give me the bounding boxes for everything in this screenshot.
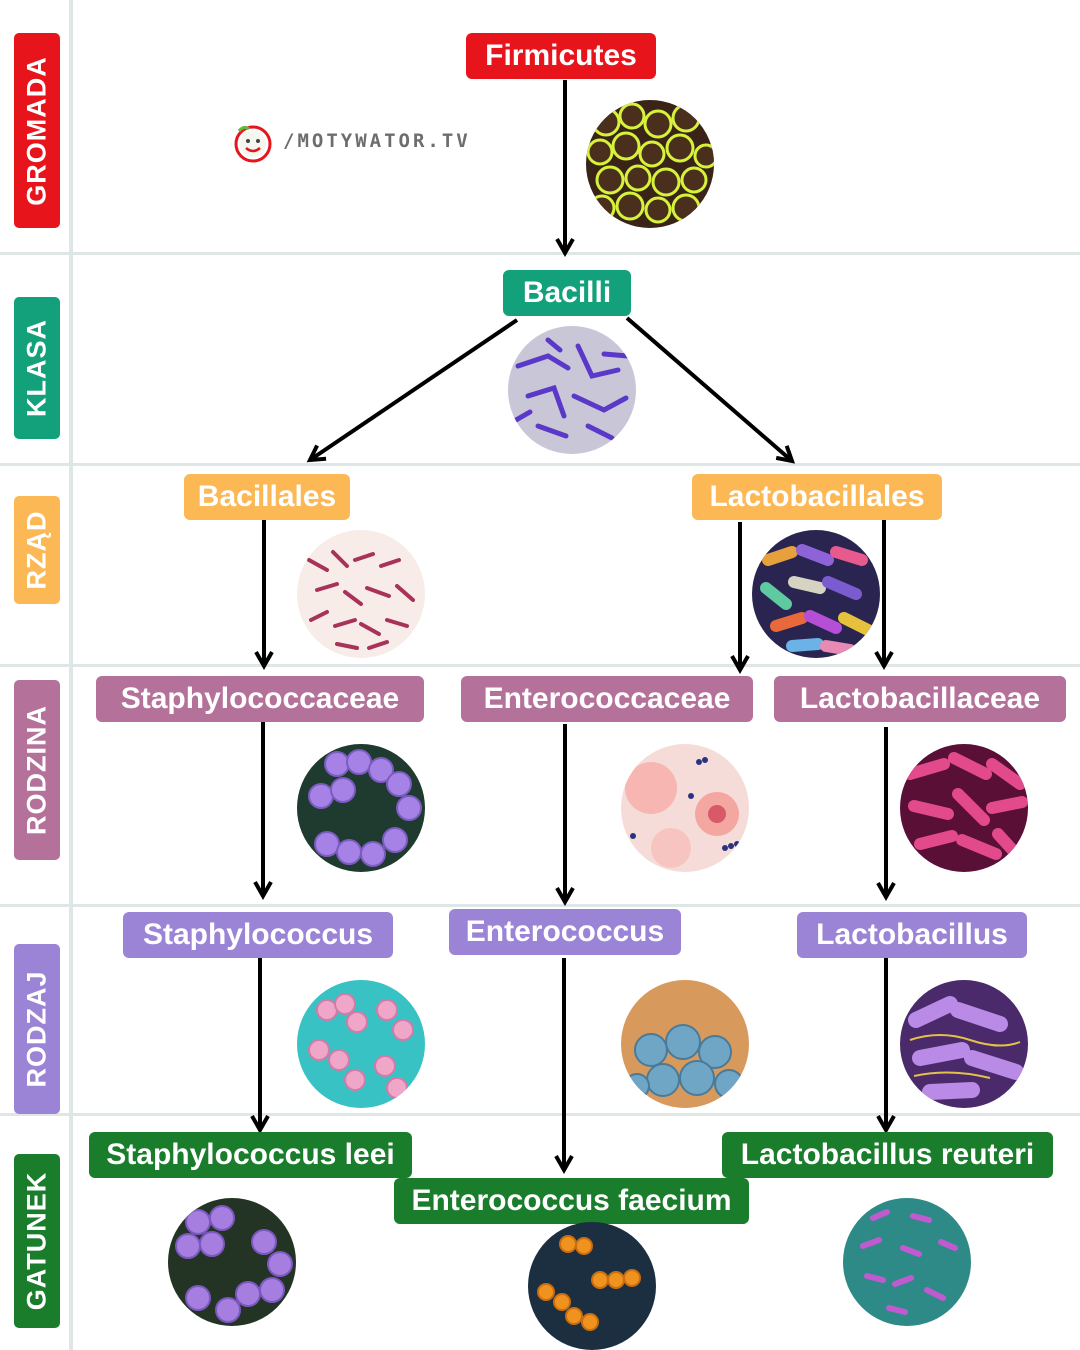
taxon-species-staphylococcus-leei: Staphylococcus leei [89,1132,412,1178]
taxon-class-bacilli: Bacilli [503,270,631,316]
enterococcaceae-micrograph [621,744,749,872]
taxon-species-enterococcus-faecium: Enterococcus faecium [394,1178,749,1224]
enterococcus-faecium-micrograph [528,1222,656,1350]
rank-label-rzad: RZĄD [14,496,60,604]
taxon-phylum-firmicutes: Firmicutes [466,33,656,79]
staphylococcus-leei-micrograph [168,1198,296,1326]
taxon-genus-enterococcus: Enterococcus [449,909,681,955]
row-divider [0,463,1080,466]
row-divider [0,1113,1080,1116]
staphylococcus-micrograph [297,980,425,1108]
lactobacillus-micrograph [900,980,1028,1108]
taxon-species-lactobacillus-reuteri: Lactobacillus reuteri [722,1132,1053,1178]
enterococcus-micrograph [621,980,749,1108]
rank-label-rodzina: RODZINA [14,680,60,860]
arrow-class-lactobacillales [625,316,796,464]
taxon-order-bacillales: Bacillales [184,474,350,520]
arrow-class-bacillales [306,318,519,463]
lactobacillus-reuteri-micrograph [843,1198,971,1326]
row-divider [0,664,1080,667]
rank-label-klasa: KLASA [14,297,60,439]
taxon-family-lactobacillaceae: Lactobacillaceae [774,676,1066,722]
taxon-family-staphylococcaceae: Staphylococcaceae [96,676,424,722]
firmicutes-micrograph [586,100,714,228]
lactobacillales-micrograph [752,530,880,658]
smiley-logo-icon [234,125,272,163]
taxon-genus-staphylococcus: Staphylococcus [123,912,393,958]
lactobacillaceae-micrograph [900,744,1028,872]
bacilli-micrograph [508,326,636,454]
taxon-genus-lactobacillus: Lactobacillus [797,912,1027,958]
staphylococcaceae-micrograph [297,744,425,872]
rank-label-gatunek: GATUNEK [14,1154,60,1328]
rank-label-gromada: GROMADA [14,33,60,228]
logo-text: /MOTYWATOR.TV [283,130,471,152]
taxon-order-lactobacillales: Lactobacillales [692,474,942,520]
taxon-family-enterococcaceae: Enterococcaceae [461,676,753,722]
row-divider [0,904,1080,907]
rank-column-divider [69,0,73,1350]
bacillales-micrograph [297,530,425,658]
row-divider [0,252,1080,255]
rank-label-rodzaj: RODZAJ [14,944,60,1114]
